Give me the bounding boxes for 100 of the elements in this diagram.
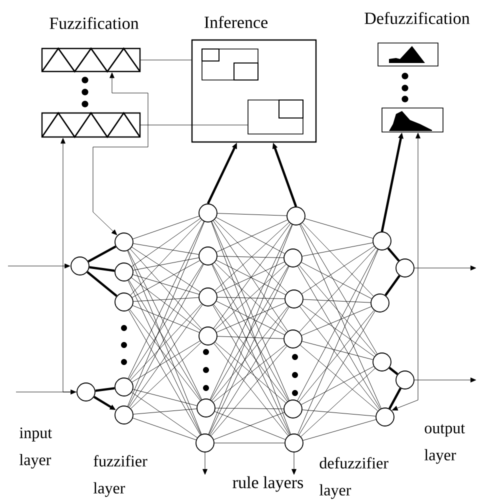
connection-line <box>133 243 199 255</box>
connection-line <box>128 250 202 400</box>
connection-line <box>133 408 197 414</box>
connection-line <box>302 222 374 296</box>
connection-line <box>132 216 200 240</box>
connection-line <box>302 242 373 256</box>
connection-line <box>214 442 285 444</box>
connection-line <box>300 224 382 409</box>
arrow <box>8 264 70 268</box>
connection-line <box>217 256 284 258</box>
neuron-circle <box>196 398 216 418</box>
arrow <box>16 390 76 394</box>
connection-line <box>302 419 376 441</box>
connection-line <box>302 341 374 360</box>
connection-line <box>300 306 380 410</box>
layer-label: rule layers <box>232 476 304 492</box>
connection-line <box>388 366 398 376</box>
connection-line <box>130 309 200 401</box>
connection-line <box>300 344 378 412</box>
neuron-circle <box>396 370 414 390</box>
connection-line <box>301 304 375 357</box>
heading: Defuzzification <box>364 12 470 24</box>
connection-line <box>132 392 198 438</box>
neuron-circle <box>284 400 302 418</box>
connection-line <box>128 310 201 436</box>
connection-line <box>130 220 202 296</box>
neuron-circle <box>198 204 218 222</box>
neuron-circle <box>396 258 414 278</box>
neuron-circle <box>114 292 134 312</box>
connection-line <box>298 264 376 356</box>
neuron-circle <box>284 434 304 452</box>
connection-line <box>217 297 285 300</box>
connection-line <box>302 306 372 336</box>
neuron-circle <box>198 326 218 346</box>
neuron-circle <box>372 352 392 372</box>
neuron-circle <box>114 262 134 282</box>
connection-line <box>298 310 376 436</box>
connection-line <box>130 342 202 409</box>
connection-line <box>303 299 371 303</box>
connection-line <box>304 218 374 239</box>
neuron-circle <box>284 290 304 308</box>
neuron-circle <box>76 382 96 402</box>
connection-line <box>298 249 378 435</box>
heading: Fuzzification <box>50 16 139 30</box>
arrow <box>202 452 208 475</box>
neuron-circle <box>370 294 390 312</box>
connection-line <box>130 248 202 330</box>
connection-line <box>128 280 202 400</box>
connection-line <box>132 389 198 406</box>
arrow <box>292 452 296 475</box>
connection-line <box>132 260 200 298</box>
connection-line <box>132 305 200 333</box>
connection-line <box>132 218 200 267</box>
connection-line <box>128 264 204 380</box>
neuron-circle <box>284 248 302 268</box>
connection-line <box>88 246 116 262</box>
neuron-circle <box>114 232 134 252</box>
connection-line <box>388 388 402 410</box>
connection-line <box>302 246 374 294</box>
fuzzification-box <box>41 112 141 138</box>
connection-line <box>298 266 380 410</box>
connection-line <box>300 368 376 437</box>
arrow <box>92 72 148 236</box>
connection-line <box>95 387 115 392</box>
rule-box <box>202 48 258 80</box>
connection-line <box>301 366 374 405</box>
neuron-circle <box>196 434 214 452</box>
connection-line <box>127 222 205 406</box>
connection-line <box>131 278 201 330</box>
connection-line <box>128 280 202 435</box>
connection-line <box>299 248 376 332</box>
connection-line <box>215 408 284 410</box>
connection-line <box>217 336 284 339</box>
connection-line <box>130 304 202 380</box>
connection-line <box>129 304 203 408</box>
neuron-circle <box>198 246 218 266</box>
layer-label: output layer <box>424 424 465 464</box>
neuron-circle <box>114 406 134 424</box>
connection-line <box>128 221 204 379</box>
connection-line <box>297 249 378 401</box>
heading: Inference <box>204 16 268 28</box>
connection-line <box>133 258 199 270</box>
neuron-circle <box>114 378 134 396</box>
connection-line <box>132 340 200 382</box>
defuzzification-box <box>382 108 444 132</box>
connection-line <box>132 274 200 295</box>
connection-line <box>89 266 115 272</box>
connection-line <box>302 410 376 416</box>
neuron-circle <box>286 206 306 226</box>
connection-line <box>86 271 118 297</box>
neuron-circle <box>284 330 302 348</box>
connection-line <box>133 297 199 302</box>
arrow <box>414 378 476 382</box>
connection-line <box>140 124 248 126</box>
arrow <box>392 132 420 410</box>
neuron-circle <box>376 408 394 426</box>
layer-label: defuzzifier layer <box>320 457 388 499</box>
arrow <box>414 266 476 270</box>
connection-line <box>127 250 202 434</box>
connection-line <box>217 213 287 216</box>
